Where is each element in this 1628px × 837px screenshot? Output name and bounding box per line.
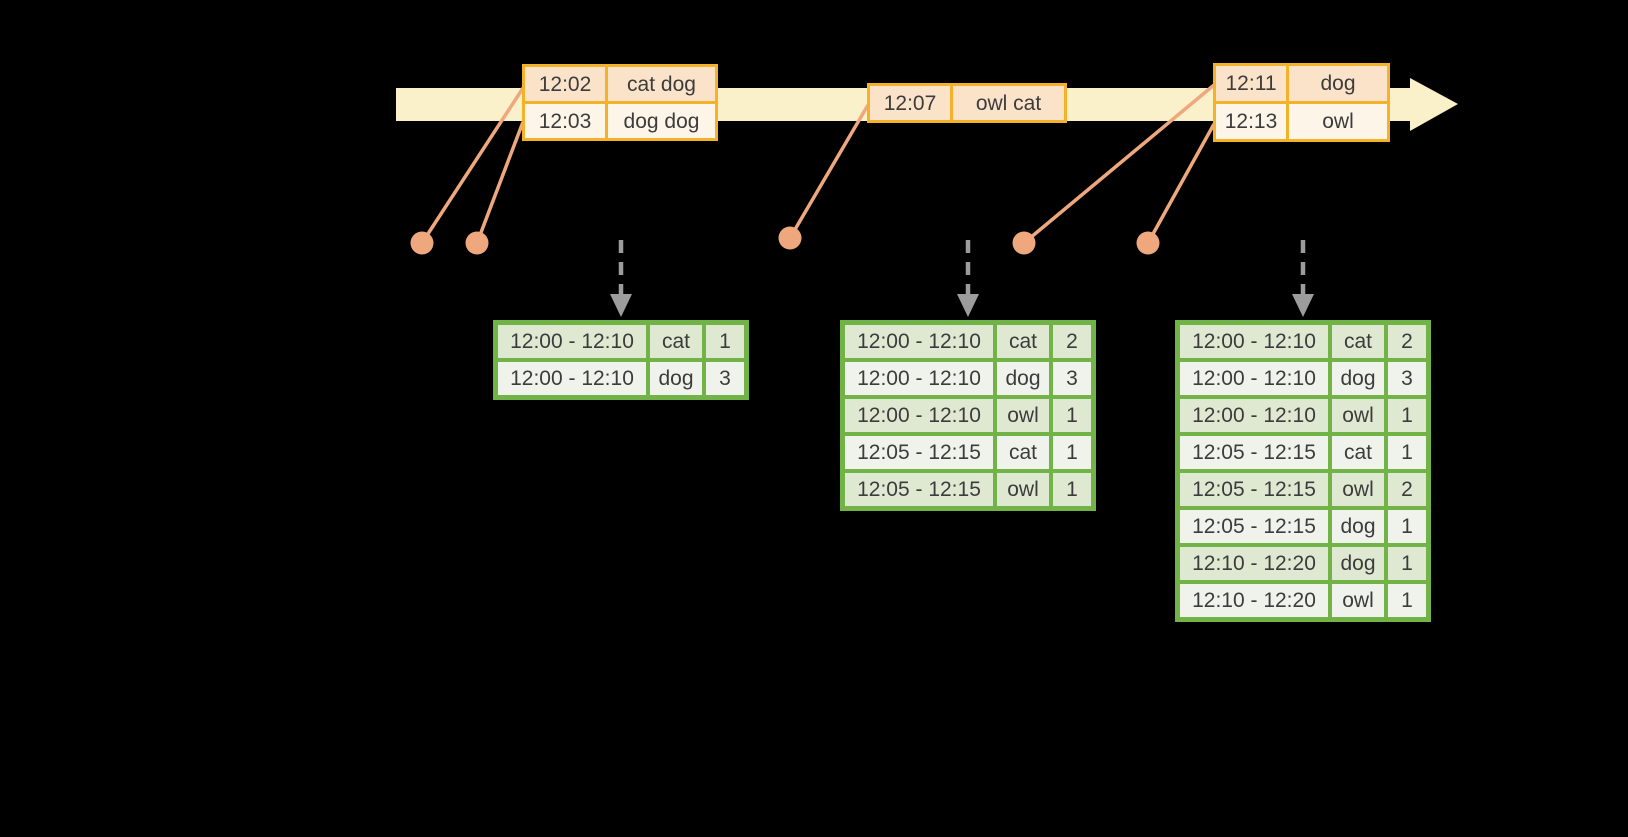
table-cell: cat — [997, 436, 1049, 469]
table-cell: 3 — [706, 362, 744, 395]
trigger-arrowhead-icon — [1292, 294, 1314, 317]
table-cell: 12:00 - 12:10 — [498, 362, 646, 395]
table-cell: 12:03 — [525, 104, 605, 138]
table-cell: owl — [1289, 104, 1387, 139]
event-connector-line — [788, 104, 870, 239]
table-cell: 12:00 - 12:10 — [1180, 362, 1328, 395]
table-cell: 12:07 — [870, 86, 950, 120]
table-cell: 1 — [1388, 436, 1426, 469]
table-cell: 12:05 - 12:15 — [845, 473, 993, 506]
table-cell: dog dog — [608, 104, 715, 138]
table-cell: owl — [997, 399, 1049, 432]
table-cell: owl — [1332, 584, 1384, 617]
table-cell: dog — [1332, 362, 1384, 395]
event-connector-lines — [420, 83, 1216, 245]
table-cell: cat — [1332, 436, 1384, 469]
table-cell: 12:00 - 12:10 — [498, 325, 646, 358]
table-cell: 12:13 — [1216, 104, 1286, 139]
table-cell: 1 — [1388, 510, 1426, 543]
table-cell: 1 — [706, 325, 744, 358]
table-cell: dog — [1332, 547, 1384, 580]
table-cell: 2 — [1388, 473, 1426, 506]
table-cell: 1 — [1388, 584, 1426, 617]
table-cell: 2 — [1053, 325, 1091, 358]
table-cell: 12:00 - 12:10 — [845, 399, 993, 432]
table-cell: 12:00 - 12:10 — [1180, 325, 1328, 358]
event-connector-line — [1146, 123, 1216, 244]
table-cell: dog — [1289, 66, 1387, 101]
trigger-arrows — [610, 240, 1314, 317]
event-marker-dot — [1012, 231, 1036, 255]
table-cell: 3 — [1388, 362, 1426, 395]
event-marker-dot — [410, 231, 434, 255]
table-cell: 12:02 — [525, 67, 605, 101]
event-connector-line — [475, 121, 525, 244]
table-cell: 1 — [1053, 473, 1091, 506]
event-marker-dots — [410, 226, 1160, 255]
trigger-arrowhead-icon — [610, 294, 632, 317]
timeline-arrowhead-icon — [1410, 78, 1458, 131]
table-cell: 1 — [1388, 547, 1426, 580]
event-marker-dot — [1136, 231, 1160, 255]
event-marker-dot — [465, 231, 489, 255]
event-marker-dot — [778, 226, 802, 250]
table-cell: 1 — [1053, 436, 1091, 469]
table-cell: 12:11 — [1216, 66, 1286, 101]
trigger-arrowhead-icon — [957, 294, 979, 317]
table-cell: 12:00 - 12:10 — [845, 362, 993, 395]
table-cell: dog — [1332, 510, 1384, 543]
table-cell: cat — [997, 325, 1049, 358]
table-cell: cat dog — [608, 67, 715, 101]
table-cell: 3 — [1053, 362, 1091, 395]
table-cell: dog — [997, 362, 1049, 395]
table-cell: cat — [1332, 325, 1384, 358]
table-cell: 12:10 - 12:20 — [1180, 584, 1328, 617]
table-cell: 12:10 - 12:20 — [1180, 547, 1328, 580]
table-cell: owl — [1332, 399, 1384, 432]
table-cell: 12:00 - 12:10 — [1180, 399, 1328, 432]
table-cell: 12:05 - 12:15 — [1180, 436, 1328, 469]
table-cell: owl cat — [953, 86, 1064, 120]
table-cell: cat — [650, 325, 702, 358]
event-connector-line — [1022, 83, 1216, 245]
table-cell: 12:05 - 12:15 — [1180, 510, 1328, 543]
table-cell: 12:00 - 12:10 — [845, 325, 993, 358]
table-cell: 1 — [1388, 399, 1426, 432]
table-cell: owl — [997, 473, 1049, 506]
table-cell: 2 — [1388, 325, 1426, 358]
event-connector-line — [420, 87, 525, 244]
table-cell: 1 — [1053, 399, 1091, 432]
table-cell: dog — [650, 362, 702, 395]
table-cell: 12:05 - 12:15 — [845, 436, 993, 469]
table-cell: 12:05 - 12:15 — [1180, 473, 1328, 506]
table-cell: owl — [1332, 473, 1384, 506]
